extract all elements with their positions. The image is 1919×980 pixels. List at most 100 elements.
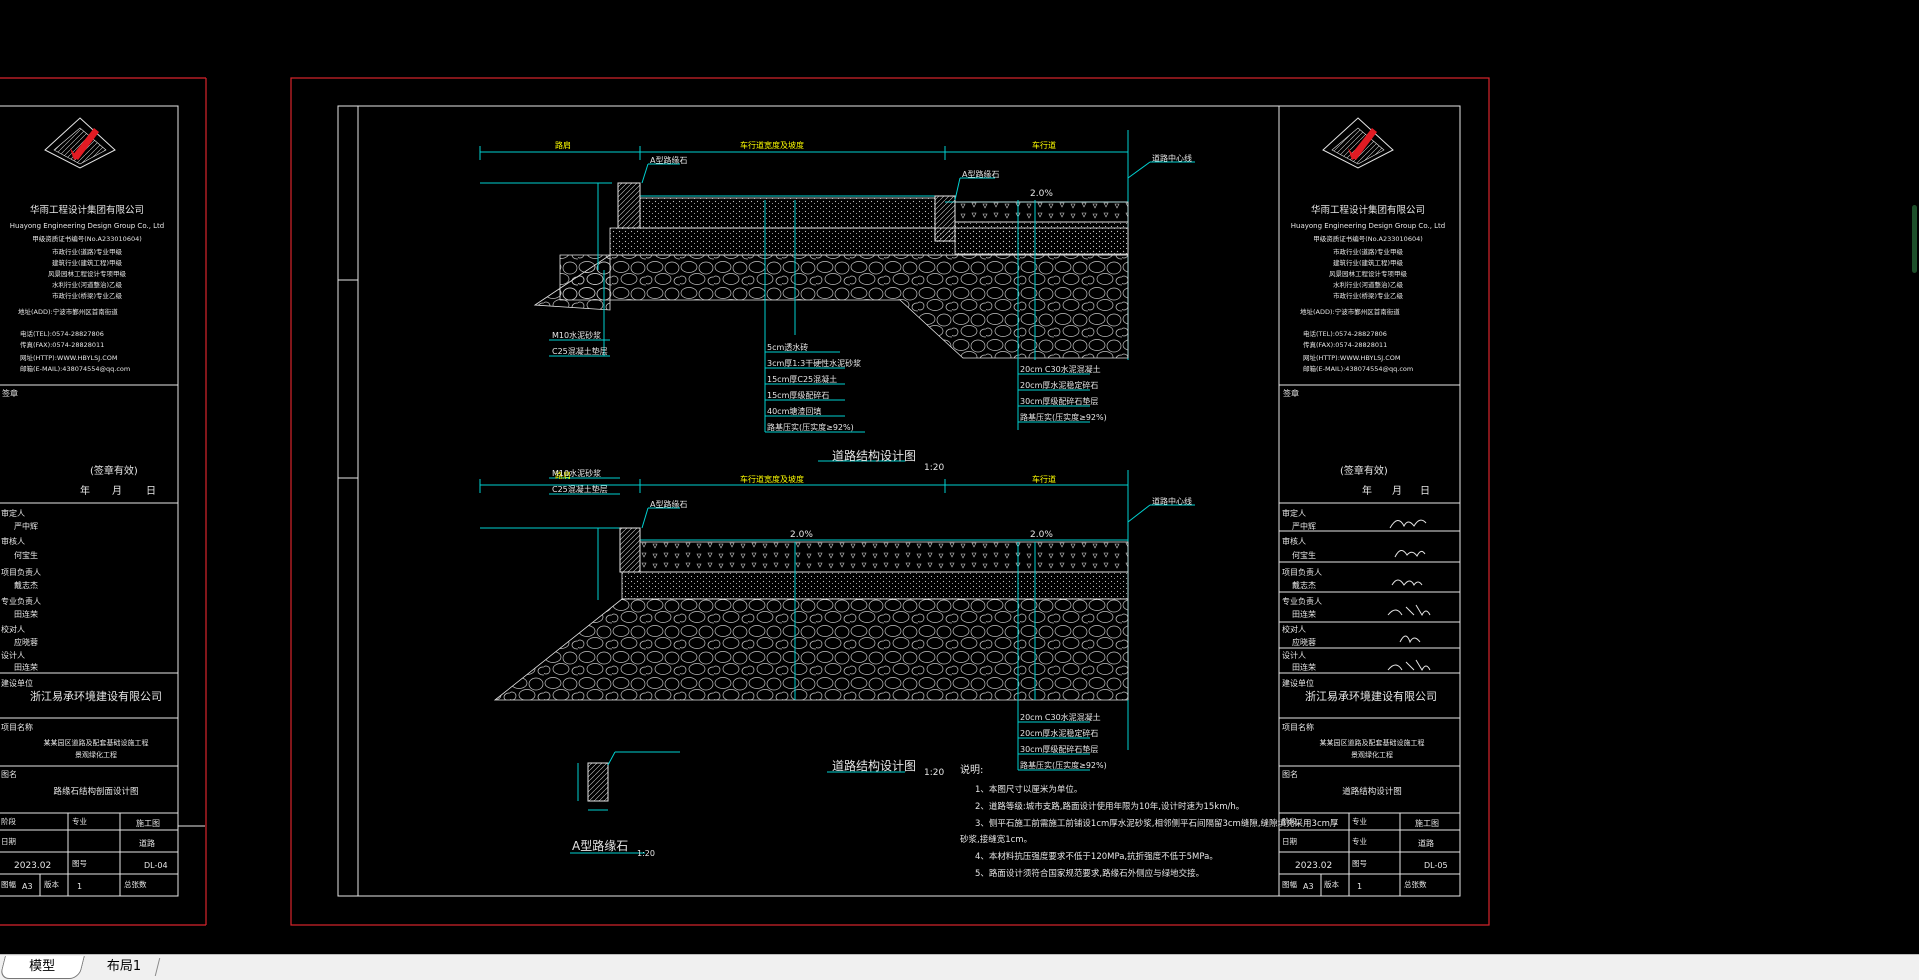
role-name-4: 田连荣	[1292, 609, 1316, 619]
note-3b: 砂浆,接缝宽1cm。	[960, 834, 1032, 845]
left-major-value: 道路	[139, 838, 155, 848]
stamp-label: 签章	[1283, 388, 1299, 398]
project-line-1: 某某园区道路及配套基础设施工程	[1320, 738, 1425, 747]
major-value: 道路	[1418, 838, 1434, 848]
curb-title: A型路缘石	[572, 838, 628, 853]
count-label: 总张数	[1404, 879, 1427, 889]
notes-title: 说明:	[960, 763, 983, 776]
left-role-name-5: 应晓蓉	[14, 637, 38, 647]
size-value: A3	[1303, 882, 1314, 891]
layer-mid-5: 40cm塘渣回填	[767, 406, 821, 416]
curb-label-1: A型路缘石	[650, 155, 687, 165]
role-name-3: 戴志杰	[1292, 580, 1316, 590]
role-label-3: 项目负责人	[1282, 567, 1322, 577]
drawing-viewport[interactable]: 路肩 车行道宽度及坡度 车行道 A型路缘石 A型路缘石 A型路缘石 道路中心线 …	[0, 0, 1919, 954]
role-name-2: 何宝生	[1292, 550, 1316, 560]
tb-tel: 电话(TEL):0574-28827806	[1303, 329, 1387, 338]
left-role-name-3: 戴志杰	[14, 580, 38, 590]
left-role-name-2: 何宝生	[14, 550, 38, 560]
left-rev-value: 1	[77, 882, 82, 891]
curb-scale: 1:20	[637, 849, 655, 858]
rev-label: 版本	[1324, 879, 1340, 889]
size-label: 图幅	[1282, 879, 1298, 889]
left-role-label-1: 审定人	[1, 508, 25, 518]
slope-label-2: 2.0%	[790, 530, 813, 540]
role-label-1: 审定人	[1282, 508, 1306, 518]
role-label-6: 设计人	[1282, 650, 1306, 660]
section-scale-1: 1:20	[924, 463, 944, 473]
note-2: 2、道路等级:城市支路,路面设计使用年限为10年,设计时速为15km/h。	[975, 801, 1244, 812]
left-scope-4: 水利行业(河道整治)乙级	[52, 280, 123, 289]
dim-top-right: 车行道	[1032, 140, 1056, 150]
layer-mid-3: 15cm厚C25混凝土	[767, 374, 837, 384]
project-label: 项目名称	[1282, 722, 1314, 732]
cad-canvas[interactable]: 路肩 车行道宽度及坡度 车行道 A型路缘石 A型路缘石 A型路缘石 道路中心线 …	[0, 0, 1919, 954]
left-title-block: 华雨工程设计集团有限公司 Huayong Engineering Design …	[0, 117, 178, 896]
layout-tab-bar: 模型 布局1	[0, 954, 1919, 980]
left-role-label-3: 项目负责人	[1, 567, 41, 577]
company-name-en: Huayong Engineering Design Group Co., Lt…	[1291, 222, 1446, 230]
left-role-label-4: 专业负责人	[1, 596, 41, 606]
left-stamp-valid: (签章有效)	[90, 464, 138, 477]
notes-block: 说明: 1、本图尺寸以厘米为单位。 2、道路等级:城市支路,路面设计使用年限为1…	[960, 763, 1339, 879]
role-label-2: 审核人	[1282, 536, 1306, 546]
road-section-1	[479, 130, 1195, 462]
tab-layout1[interactable]: 布局1	[90, 956, 158, 978]
client-name: 浙江易承环境建设有限公司	[1305, 689, 1437, 703]
tb-web: 网址(HTTP):WWW.HBYLSJ.COM	[1303, 353, 1400, 362]
layer-right-1: 20cm C30水泥混凝土	[1020, 364, 1101, 374]
layer-left-2: C25混凝土垫层	[552, 346, 608, 356]
layer-mid-1: 5cm透水砖	[767, 342, 808, 352]
rev-value: 1	[1357, 882, 1362, 891]
section-title-1: 道路结构设计图	[832, 448, 916, 463]
role-name-6: 田连荣	[1292, 662, 1316, 672]
layer-right-3: 30cm厚级配碎石垫层	[1020, 396, 1098, 406]
dim-top-mid-2: 车行道宽度及坡度	[740, 474, 804, 484]
sheet-label: 图号	[1352, 859, 1367, 868]
left-stamp-label: 签章	[2, 388, 18, 398]
stamp-valid: (签章有效)	[1340, 464, 1388, 477]
curb-label-3: A型路缘石	[650, 499, 687, 509]
scrollbar-thumb[interactable]	[1912, 205, 1917, 273]
note-5: 5、路面设计须符合国家规范要求,路缘石外侧应与绿地交接。	[975, 868, 1204, 879]
dim-top-left: 路肩	[555, 140, 571, 150]
left-fax: 传真(FAX):0574-28828011	[20, 340, 104, 349]
layer-right-7: 30cm厚级配碎石垫层	[1020, 744, 1098, 754]
layer-right-6: 20cm厚水泥稳定碎石	[1020, 728, 1098, 738]
left-drawing-name: 路缘石结构剖面设计图	[53, 786, 138, 797]
layer-left-3: M10水泥砂浆	[552, 468, 601, 478]
dim-top-mid: 车行道宽度及坡度	[740, 140, 804, 150]
major-sub-label: 专业	[1352, 836, 1368, 846]
phase-label: 阶段	[1282, 816, 1298, 826]
project-line-2: 景观绿化工程	[1351, 750, 1393, 759]
date-month: 月	[1392, 485, 1402, 497]
note-1: 1、本图尺寸以厘米为单位。	[975, 784, 1082, 795]
layer-right-8: 路基压实(压实度≥92%)	[1020, 760, 1107, 770]
drawing-name-label: 图名	[1282, 769, 1298, 779]
layer-right-5: 20cm C30水泥混凝土	[1020, 712, 1101, 722]
date-day: 日	[1420, 486, 1430, 497]
left-date-month: 月	[112, 485, 122, 497]
left-scope-3: 风景园林工程设计专项甲级	[48, 269, 127, 278]
client-label: 建设单位	[1282, 678, 1314, 688]
tab-model[interactable]: 模型	[0, 956, 85, 979]
left-project-label: 项目名称	[1, 722, 33, 732]
layer-left-1: M10水泥砂浆	[552, 330, 601, 340]
slope-label-3: 2.0%	[1030, 530, 1053, 540]
left-count-label: 总张数	[124, 879, 147, 889]
curb-label-2: A型路缘石	[962, 169, 999, 179]
layer-right-2: 20cm厚水泥稳定碎石	[1020, 380, 1098, 390]
left-phase-label: 阶段	[1, 816, 16, 826]
left-date-day: 日	[146, 486, 156, 497]
left-address: 地址(ADD):宁波市鄞州区首南街道	[18, 307, 118, 316]
tb-email: 邮箱(E-MAIL):438074554@qq.com	[1303, 364, 1413, 373]
left-client-label: 建设单位	[1, 678, 33, 688]
company-logo	[1322, 117, 1394, 169]
layer-mid-2: 3cm厚1:3干硬性水泥砂浆	[767, 358, 861, 368]
left-major-label: 专业	[72, 816, 87, 826]
left-role-label-2: 审核人	[1, 536, 25, 546]
role-name-1: 严中辉	[1292, 521, 1316, 531]
left-role-label-5: 校对人	[1, 624, 25, 634]
title-block: 华雨工程设计集团有限公司 Huayong Engineering Design …	[1279, 117, 1460, 896]
left-scope-5: 市政行业(桥梁)专业乙级	[52, 291, 123, 300]
